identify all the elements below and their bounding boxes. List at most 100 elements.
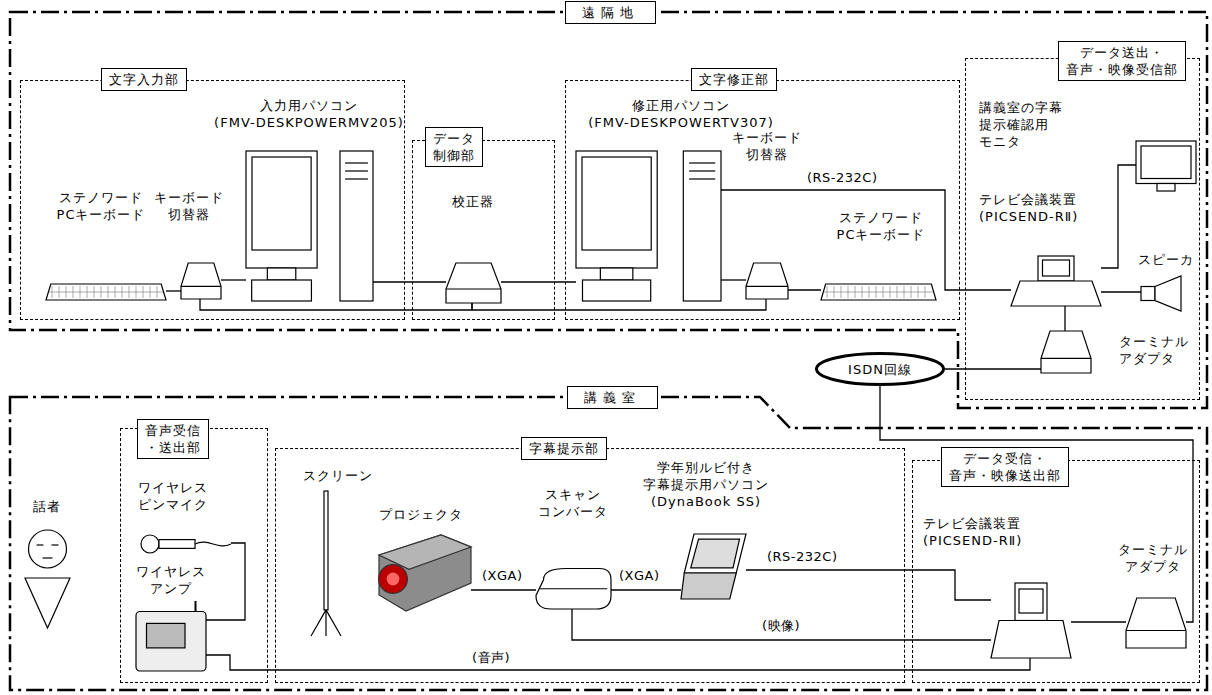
label-line: PCキーボード	[837, 226, 926, 243]
scan-converter-edge	[540, 588, 608, 589]
mon-icon	[1136, 141, 1196, 191]
monitor-icon	[576, 151, 657, 268]
cable-connector	[721, 279, 746, 280]
cable-connector	[572, 609, 991, 640]
section-heading: データ送出・ 音声・映像受信部	[1058, 41, 1186, 81]
monitor-screen	[1141, 146, 1191, 179]
tv-icon	[991, 583, 1071, 658]
label-line: 講義室の字幕	[979, 99, 1063, 116]
box-device-edge	[1126, 630, 1186, 631]
signal-label: (音声)	[470, 650, 512, 666]
label-line: (FMV-DESKPOWERTV307)	[588, 114, 774, 131]
lap-icon	[681, 534, 746, 599]
device-label: プロジェクタ	[379, 506, 463, 523]
cable-connector	[200, 299, 472, 310]
cable-connector	[1101, 165, 1136, 268]
section-box: 講義室の字幕 提示確認用 モニタテレビ会議装置 (PICSEND-RⅡ)スピーカ…	[965, 58, 1200, 400]
label-line: 入力用パソコン	[214, 97, 404, 114]
device-label: ワイヤレス ピンマイク	[138, 479, 208, 513]
section-heading: 文字入力部	[101, 68, 187, 91]
cable-connector	[221, 279, 246, 280]
pin-mic-body	[159, 540, 195, 549]
cable-connector	[880, 386, 1193, 622]
device: ワイヤレス ピンマイク	[141, 533, 231, 555]
screen-tripod	[311, 610, 341, 636]
section-heading: 文字修正部	[691, 68, 777, 91]
device: 修正用パソコン (FMV-DESKPOWERTV307)	[576, 151, 721, 301]
label-line: テレビ会議装置	[923, 515, 1022, 532]
scan-converter-icon	[536, 569, 611, 610]
device: テレビ会議装置 (PICSEND-RⅡ)	[991, 583, 1071, 658]
wireless-amp-icon	[136, 612, 206, 672]
device: ワイヤレス アンプ	[136, 601, 206, 671]
label-line: ワイヤレス	[138, 479, 208, 496]
label-line: 提示確認用	[979, 116, 1063, 133]
device-label: 講義室の字幕 提示確認用 モニタ	[979, 99, 1063, 150]
device: 講義室の字幕 提示確認用 モニタ	[1136, 141, 1196, 191]
label-line: (PICSEND-RⅡ)	[979, 208, 1078, 225]
tv-icon	[1011, 256, 1101, 306]
cable-connector	[373, 281, 446, 282]
tower-slot	[689, 162, 715, 163]
tower-slot	[345, 162, 368, 163]
label-line: アダプタ	[1118, 558, 1188, 575]
label-line: (FMV-DESKPOWERMV205)	[214, 114, 404, 131]
device-label: 修正用パソコン (FMV-DESKPOWERTV307)	[588, 97, 774, 131]
tv-conference-base	[991, 621, 1071, 659]
wireless-amp-display	[147, 623, 186, 648]
label-line: アンプ	[136, 580, 206, 597]
monitor-icon	[1136, 141, 1196, 184]
keyboard-icon	[821, 284, 936, 300]
region-outline	[10, 397, 1207, 690]
label-line: スクリーン	[303, 467, 373, 484]
device: ターミナル アダプタ	[1041, 331, 1091, 373]
device: ターミナル アダプタ	[1126, 598, 1186, 648]
device: ステノワード PCキーボード	[821, 284, 936, 300]
region-outline	[10, 12, 1207, 408]
box-device-edge	[746, 286, 788, 287]
label-line: 音声受信	[145, 422, 201, 439]
section-heading: 遠隔地	[565, 1, 656, 24]
network-label: ISDN回線	[848, 361, 912, 378]
scr-icon	[311, 491, 341, 636]
label-line: ターミナル	[1119, 333, 1189, 350]
label-line: 修正用パソコン	[588, 97, 774, 114]
label-line: PCキーボード	[57, 206, 146, 223]
cable-connector	[166, 290, 181, 291]
tower-slot	[345, 178, 368, 179]
device: 校正器	[446, 263, 501, 303]
device-label: ターミナル アダプタ	[1119, 333, 1189, 367]
tv-conference-icon	[1038, 256, 1074, 281]
keyboard-icon	[46, 284, 166, 300]
label-line: 学年別ルビ付き	[643, 459, 769, 476]
label-line: スピーカ	[1138, 251, 1194, 268]
signal-label: (RS-232C)	[805, 170, 880, 186]
speaker-person-mouth	[43, 557, 53, 558]
speaker-person-eye	[37, 544, 44, 545]
device-label: ステノワード PCキーボード	[837, 209, 926, 243]
label-line: 制御部	[433, 147, 475, 164]
tower-icon	[683, 151, 721, 301]
pin-mic-head	[141, 535, 159, 553]
speaker-cone	[1155, 276, 1181, 311]
section-heading: 音声受信 ・送出部	[137, 419, 209, 459]
device: スピーカ	[1141, 276, 1181, 311]
region-band: ステノワード PCキーボードキーボード 切替器入力用パソコン (FMV-DESK…	[10, 12, 1207, 408]
projector-lens	[379, 565, 408, 594]
device-label: スクリーン	[303, 467, 373, 484]
tower-slot	[689, 170, 715, 171]
tv-conference-base	[1011, 281, 1101, 306]
label-line: 校正器	[452, 193, 494, 210]
wireless-amp-antenna	[195, 601, 197, 612]
monitor-icon	[246, 151, 317, 268]
speaker-person-eye	[52, 544, 59, 545]
section-heading: データ受信・ 音声・映像送出部	[941, 447, 1069, 487]
device-label: スキャン コンバータ	[538, 486, 608, 520]
label-line: 文字入力部	[109, 71, 179, 88]
label-line: ターミナル	[1118, 541, 1188, 558]
monitor-stand	[267, 268, 295, 280]
projector-body	[379, 535, 471, 611]
tower-icon	[340, 151, 373, 301]
section-box: ステノワード PCキーボードキーボード 切替器入力用パソコン (FMV-DESK…	[20, 80, 405, 320]
